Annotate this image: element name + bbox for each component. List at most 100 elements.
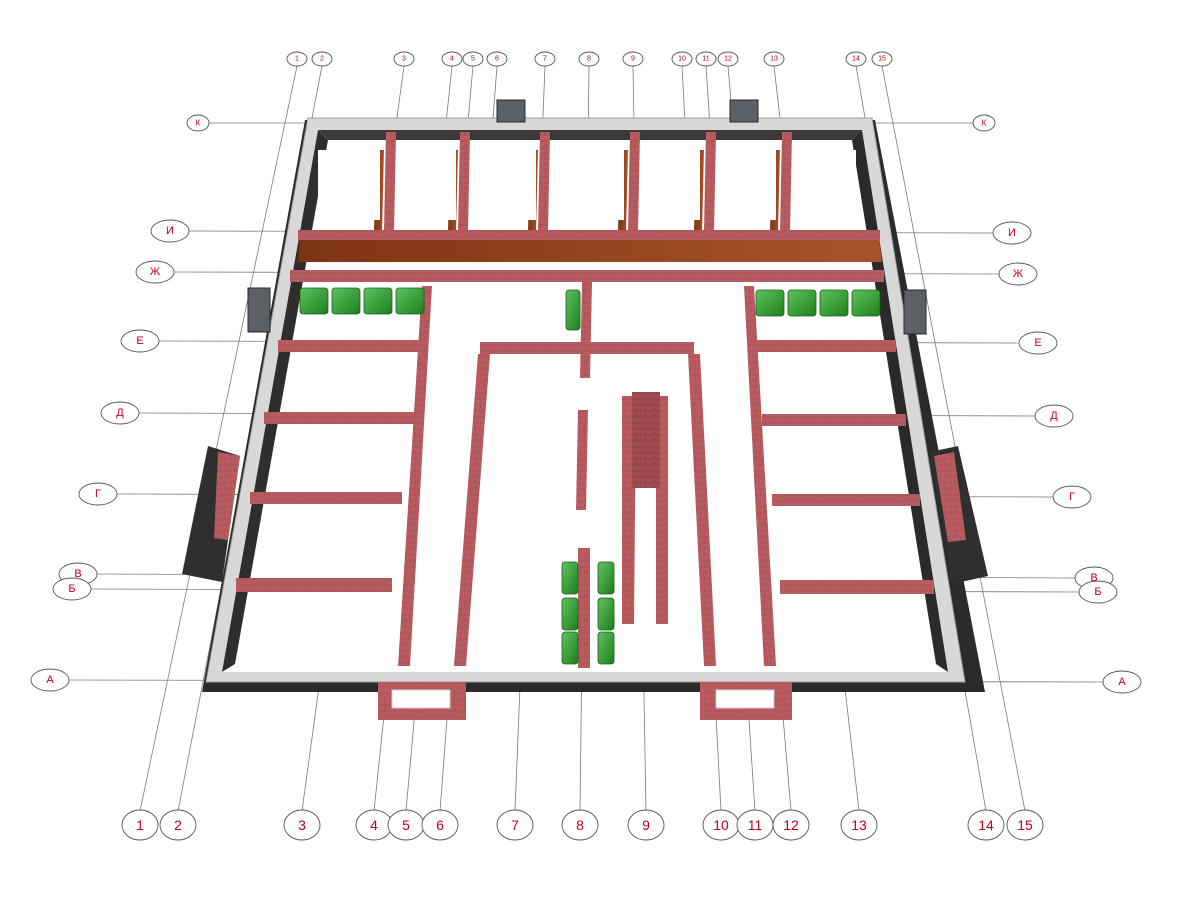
top-room-divider bbox=[538, 132, 550, 232]
top-room-floor bbox=[474, 150, 536, 220]
axis-bubble-top-1 bbox=[286, 51, 308, 67]
brick-wall-d-left bbox=[264, 412, 414, 424]
axis-label-bottom-4: 4 bbox=[370, 817, 378, 833]
axis-bubble-bottom-8 bbox=[561, 809, 599, 841]
axis-label-top-10: 10 bbox=[678, 56, 686, 63]
tank-icon bbox=[851, 289, 881, 317]
axis-bubble-top-2 bbox=[311, 51, 333, 67]
axis-label-right-Ж: Ж bbox=[1013, 268, 1023, 280]
axis-line-15 bbox=[881, 65, 1026, 812]
brick-wall-axis8-upper bbox=[580, 282, 592, 378]
axis-label-bottom-11: 11 bbox=[748, 817, 763, 833]
brick-wall-axis4 bbox=[398, 286, 432, 666]
top-room-divider bbox=[628, 132, 640, 232]
axis-label-top-15: 15 bbox=[878, 56, 886, 63]
brick-wall-v-right bbox=[780, 580, 934, 594]
tank-icon bbox=[755, 289, 785, 317]
axis-label-top-12: 12 bbox=[724, 56, 732, 63]
tank-icon bbox=[565, 289, 581, 331]
axis-bubble-left-А bbox=[30, 668, 70, 692]
tank-icon bbox=[299, 287, 329, 315]
brick-column-cap bbox=[632, 392, 660, 488]
axis-label-right-Е: Е bbox=[1034, 337, 1041, 349]
axis-label-right-А: А bbox=[1118, 676, 1126, 688]
top-room-divider bbox=[780, 132, 792, 232]
top-room-divider bbox=[384, 132, 396, 232]
axis-label-bottom-5: 5 bbox=[402, 817, 410, 833]
top-room-floor bbox=[400, 150, 456, 220]
axis-label-top-9: 9 bbox=[631, 56, 635, 63]
top-room-floor bbox=[642, 150, 700, 220]
inner-wall-face-top bbox=[318, 130, 862, 140]
axis-bubble-right-Б bbox=[1078, 580, 1118, 604]
axis-bubble-bottom-14 bbox=[967, 809, 1005, 841]
tank-icon bbox=[561, 597, 579, 631]
axis-label-top-3: 3 bbox=[402, 56, 406, 63]
tank-icon bbox=[331, 287, 361, 315]
axis-label-top-4: 4 bbox=[450, 56, 454, 63]
axis-label-left-Ж: Ж bbox=[150, 266, 160, 278]
axis-bubble-top-4 bbox=[441, 51, 463, 67]
axis-label-left-И: И bbox=[166, 225, 174, 237]
axis-label-left-В: В bbox=[74, 568, 81, 580]
axis-bubble-top-11 bbox=[695, 51, 717, 67]
axis-bubble-bottom-6 bbox=[421, 809, 459, 841]
axis-bubble-bottom-2 bbox=[159, 809, 197, 841]
axis-bubble-top-9 bbox=[622, 51, 644, 67]
top-room-floor bbox=[796, 150, 856, 220]
axis-label-bottom-8: 8 bbox=[576, 817, 584, 833]
ventilation-box-left bbox=[247, 287, 271, 333]
axis-bubble-left-Д bbox=[100, 401, 140, 425]
axis-label-right-Д: Д bbox=[1050, 410, 1058, 422]
axis-bubble-left-Ж bbox=[135, 260, 175, 284]
axis-label-bottom-9: 9 bbox=[642, 817, 650, 833]
axis-label-top-5: 5 bbox=[471, 56, 475, 63]
axis-label-top-14: 14 bbox=[852, 56, 860, 63]
axis-label-right-К: К bbox=[982, 119, 987, 128]
brick-wall-axis8-lower bbox=[576, 410, 588, 510]
axis-label-left-Б: Б bbox=[68, 583, 75, 595]
axis-bubble-left-К bbox=[186, 114, 210, 132]
axis-bubble-top-12 bbox=[717, 51, 739, 67]
axis-label-left-А: А bbox=[46, 674, 54, 686]
window-well-right-inner bbox=[715, 689, 775, 709]
axis-label-bottom-3: 3 bbox=[298, 817, 306, 833]
foundation-structure bbox=[182, 99, 988, 720]
window-well-left-inner bbox=[391, 689, 451, 709]
axis-label-right-Г: Г bbox=[1069, 491, 1075, 503]
stair-right-steps bbox=[934, 452, 966, 542]
brick-wall-g-left bbox=[250, 492, 402, 504]
tank-icon bbox=[597, 561, 615, 595]
inner-wall-face-right bbox=[852, 130, 948, 672]
axis-label-bottom-7: 7 bbox=[511, 817, 519, 833]
ventilation-box-right bbox=[903, 289, 927, 335]
axis-label-right-Б: Б bbox=[1094, 586, 1101, 598]
axis-label-bottom-1: 1 bbox=[136, 817, 144, 833]
axis-label-top-1: 1 bbox=[295, 56, 299, 63]
axis-label-left-Г: Г bbox=[95, 488, 101, 500]
axis-bubble-left-И bbox=[150, 219, 190, 243]
brick-wall-e-right bbox=[752, 340, 896, 352]
axis-label-right-В: В bbox=[1090, 572, 1097, 584]
axis-label-bottom-14: 14 bbox=[978, 817, 994, 833]
axis-bubble-top-13 bbox=[763, 51, 785, 67]
axis-bubble-right-А bbox=[1102, 670, 1142, 694]
tank-icon bbox=[597, 597, 615, 631]
axis-label-bottom-13: 13 bbox=[851, 817, 867, 833]
axis-label-left-Д: Д bbox=[116, 407, 124, 419]
axis-label-bottom-10: 10 bbox=[713, 817, 729, 833]
axis-bubble-right-Д bbox=[1034, 404, 1074, 428]
tank-icon bbox=[561, 561, 579, 595]
axis-label-top-13: 13 bbox=[770, 56, 778, 63]
axis-bubble-right-К bbox=[972, 114, 996, 132]
top-room-floor bbox=[720, 150, 776, 220]
stair-left-steps bbox=[214, 452, 240, 540]
axis-label-top-6: 6 bbox=[495, 56, 499, 63]
brick-wall-axis10 bbox=[688, 354, 716, 666]
axis-label-top-11: 11 bbox=[702, 56, 709, 63]
brick-wall-axis8-bottom bbox=[578, 548, 590, 668]
tank-icon bbox=[787, 289, 817, 317]
top-room-floor bbox=[318, 150, 380, 220]
brick-wall-axis12 bbox=[744, 286, 776, 666]
